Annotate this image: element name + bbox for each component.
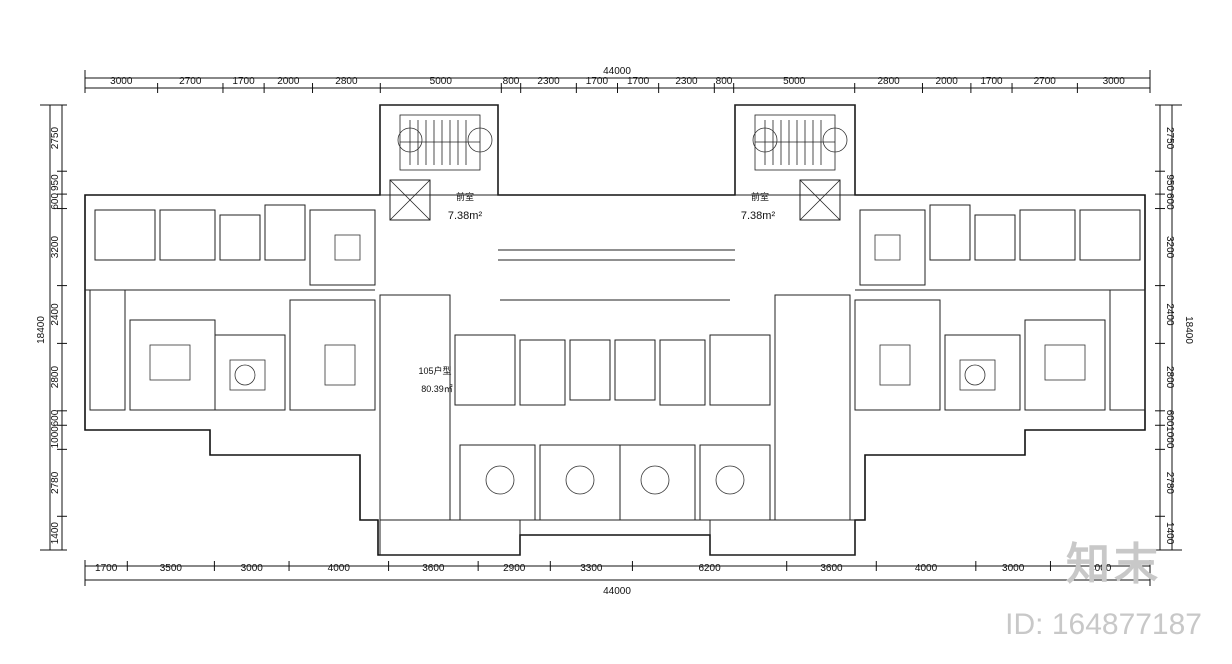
- overall-top-dimension: 44000: [603, 66, 631, 77]
- bottom-dimension-ticks: [84, 561, 1151, 571]
- left-dimension-value: 3200: [50, 236, 61, 259]
- left-dimension-value: 1000: [50, 426, 61, 449]
- unit-type-label: 105户型: [418, 365, 451, 376]
- left-dimension-value: 600: [50, 409, 61, 426]
- watermark-id: ID: 164877187: [1005, 608, 1202, 641]
- top-dimension-value: 2700: [1034, 76, 1057, 87]
- overall-dimension-lines: [40, 70, 1182, 586]
- top-dimension-value: 1700: [980, 76, 1003, 87]
- right-dimension-value: 950: [1164, 174, 1175, 191]
- top-dimension-value: 2000: [936, 76, 959, 87]
- top-dimension-value: 2800: [335, 76, 358, 87]
- top-dimension-value: 2300: [537, 76, 560, 87]
- top-dimension-value: 5000: [430, 76, 453, 87]
- left-dimension-value: 2750: [50, 127, 61, 150]
- bottom-dimension-value: 6200: [698, 563, 721, 574]
- right-dimension-value: 3200: [1164, 236, 1175, 259]
- left-dimension-value: 2800: [50, 366, 61, 389]
- left-dimension-value: 600: [50, 193, 61, 210]
- top-dimension-ticks: [84, 83, 1151, 93]
- bottom-dimension-value: 3600: [422, 563, 445, 574]
- stair-right: [754, 114, 836, 171]
- top-dimension-value: 2000: [277, 76, 300, 87]
- top-dimension-value: 3000: [110, 76, 133, 87]
- top-dimension-value: 1700: [232, 76, 255, 87]
- right-dimension-value: 1000: [1164, 426, 1175, 449]
- left-dimension-ticks: [57, 104, 67, 551]
- bottom-dimension-value: 3500: [160, 563, 183, 574]
- bottom-dimension-value: 4000: [915, 563, 938, 574]
- bottom-dimension-value: 4000: [1089, 563, 1112, 574]
- overall-left-dimension: 18400: [36, 316, 47, 344]
- top-dimension-value: 5000: [783, 76, 806, 87]
- left-dimension-value: 2400: [50, 303, 61, 326]
- top-dimension-value: 2800: [877, 76, 900, 87]
- building-outline: [84, 104, 1146, 556]
- left-dimension-value: 2780: [50, 471, 61, 494]
- right-dimension-value: 600: [1164, 410, 1175, 427]
- bottom-dimension-value: 3300: [580, 563, 603, 574]
- elevator-shafts: [389, 179, 841, 221]
- left-dimension-value: 1400: [50, 522, 61, 545]
- bottom-dimension-value: 1700: [95, 563, 118, 574]
- bottom-dimension-value: 2900: [503, 563, 526, 574]
- right-dimension-ticks: [1155, 104, 1165, 551]
- top-dimension-value: 1700: [627, 76, 650, 87]
- right-dimension-value: 1400: [1164, 522, 1175, 545]
- unit-area-label: 80.39㎡: [421, 384, 453, 394]
- right-dimension-value: 600: [1164, 193, 1175, 210]
- watermark-logo: 知末: [1066, 540, 1162, 589]
- stair-right-area: 7.38m²: [741, 210, 776, 222]
- interior-walls: [85, 104, 1146, 556]
- stair-left: [399, 114, 481, 171]
- top-dimension-value: 2700: [179, 76, 202, 87]
- overall-bottom-dimension: 44000: [603, 586, 631, 597]
- furniture-symbols: [149, 127, 1086, 495]
- top-dimension-value: 2300: [675, 76, 698, 87]
- bottom-dimension-value: 3000: [1002, 563, 1025, 574]
- overall-right-dimension: 18400: [1183, 316, 1194, 344]
- stair-left-title: 前室: [456, 191, 474, 202]
- top-dimension-value: 800: [716, 76, 733, 87]
- bottom-dimension-value: 3600: [820, 563, 843, 574]
- bottom-dimension-value: 4000: [328, 563, 351, 574]
- top-dimension-value: 800: [503, 76, 520, 87]
- right-dimension-value: 2800: [1164, 366, 1175, 389]
- left-dimension-value: 950: [50, 174, 61, 191]
- bottom-dimension-value: 3000: [241, 563, 264, 574]
- top-dimension-value: 3000: [1103, 76, 1126, 87]
- right-dimension-value: 2400: [1164, 303, 1175, 326]
- right-dimension-value: 2780: [1164, 472, 1175, 495]
- right-dimension-value: 2750: [1164, 127, 1175, 150]
- stair-right-title: 前室: [751, 191, 769, 202]
- stair-left-area: 7.38m²: [448, 210, 483, 222]
- top-dimension-value: 1700: [586, 76, 609, 87]
